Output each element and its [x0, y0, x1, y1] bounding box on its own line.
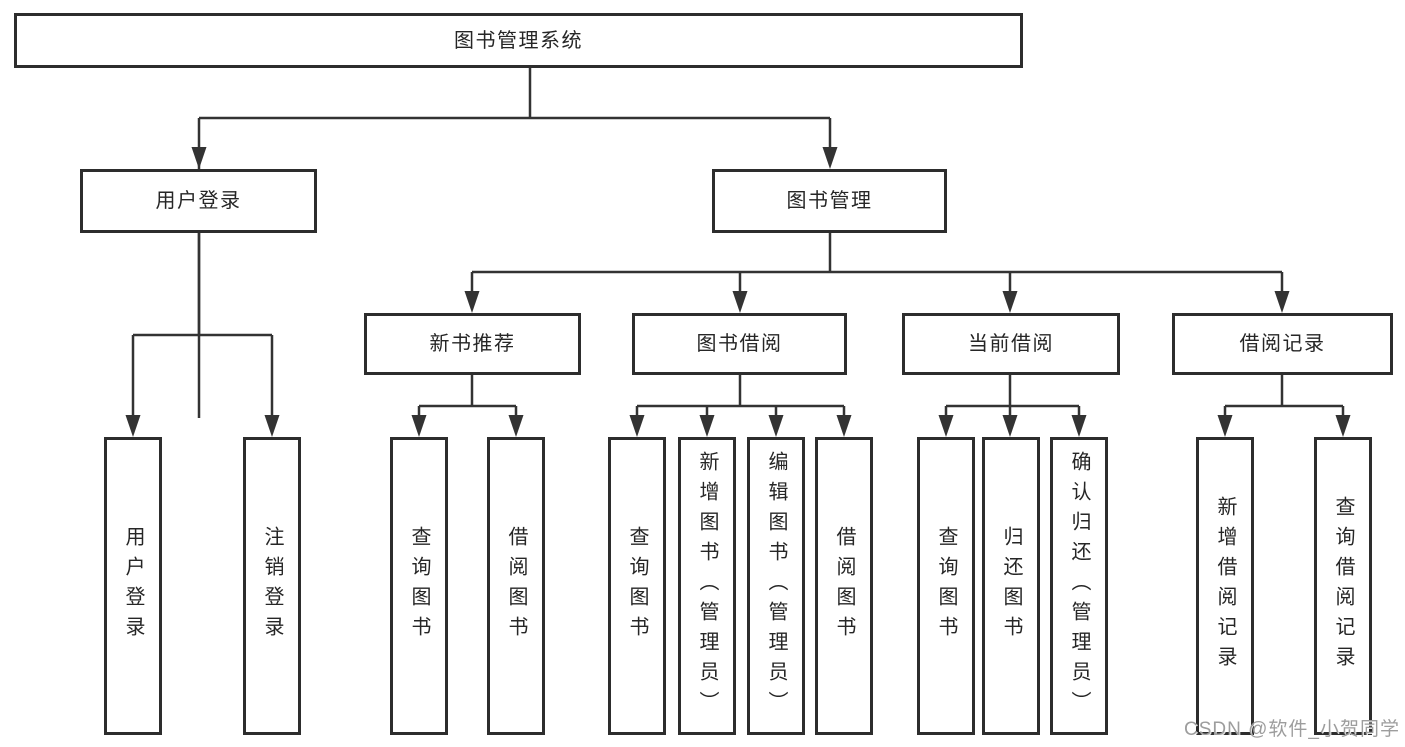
leaf-current-confirm-return-admin-label: 确认归还（管理员） [1068, 451, 1090, 721]
leaf-user-login-label: 用户登录 [122, 526, 144, 646]
arrowhead [629, 415, 645, 437]
leaf-current-query-books: 查询图书 [917, 437, 975, 735]
arrowhead [836, 415, 852, 437]
arrowhead [125, 415, 141, 437]
leaf-current-query-books-label: 查询图书 [935, 526, 957, 646]
leaf-borrowing-edit-books-admin-label: 编辑图书（管理员） [765, 451, 787, 721]
connector-borrowing-records-subtree [1223, 375, 1345, 420]
node-book-management: 图书管理 [712, 169, 947, 233]
node-new-book-recommend-label: 新书推荐 [429, 333, 516, 355]
arrowhead [768, 415, 784, 437]
arrowhead [1002, 415, 1018, 437]
leaf-borrowing-edit-books-admin: 编辑图书（管理员） [747, 437, 805, 735]
leaf-recommend-query-books-label: 查询图书 [408, 526, 430, 646]
arrowheads-leaves [125, 415, 1351, 437]
node-new-book-recommend: 新书推荐 [364, 313, 581, 375]
leaf-borrowing-add-books-admin: 新增图书（管理员） [678, 437, 736, 735]
leaf-records-add-record-label: 新增借阅记录 [1214, 496, 1236, 676]
connector-book-management-to-level3 [470, 233, 1284, 296]
arrowhead [1335, 415, 1351, 437]
node-user-login: 用户登录 [80, 169, 317, 233]
arrowhead [1274, 291, 1290, 313]
watermark: CSDN @软件_小贺同学 [1184, 719, 1400, 740]
leaf-records-add-record: 新增借阅记录 [1196, 437, 1254, 735]
arrowhead [508, 415, 524, 437]
leaf-borrowing-add-books-admin-label: 新增图书（管理员） [696, 451, 718, 721]
arrowhead [191, 147, 207, 169]
arrowhead [822, 147, 838, 169]
leaf-borrowing-borrow-books-label: 借阅图书 [833, 526, 855, 646]
arrowhead [1002, 291, 1018, 313]
node-current-borrowing-label: 当前借阅 [968, 333, 1054, 355]
arrowhead [938, 415, 954, 437]
node-user-login-label: 用户登录 [155, 190, 242, 212]
leaf-logout: 注销登录 [243, 437, 301, 735]
arrowhead [699, 415, 715, 437]
leaf-current-return-books: 归还图书 [982, 437, 1040, 735]
connector-user-login-subtree [131, 233, 274, 420]
connector-current-borrowing-subtree [944, 375, 1081, 420]
connector-line [417, 375, 518, 420]
node-current-borrowing: 当前借阅 [902, 313, 1120, 375]
node-book-management-label: 图书管理 [786, 190, 873, 212]
node-root: 图书管理系统 [14, 13, 1023, 68]
arrowhead [411, 415, 427, 437]
leaf-recommend-borrow-books: 借阅图书 [487, 437, 545, 735]
leaf-borrowing-query-books-label: 查询图书 [626, 526, 648, 646]
node-book-borrowing: 图书借阅 [632, 313, 847, 375]
leaf-user-login: 用户登录 [104, 437, 162, 735]
arrowhead [464, 291, 480, 313]
connector-line [944, 375, 1081, 420]
arrowheads-level3 [464, 291, 1290, 313]
connector-line [197, 68, 832, 418]
connector-line [470, 233, 1284, 296]
leaf-records-query-record: 查询借阅记录 [1314, 437, 1372, 735]
leaf-current-confirm-return-admin: 确认归还（管理员） [1050, 437, 1108, 735]
connector-book-borrowing-subtree [635, 375, 846, 420]
arrowhead [1217, 415, 1233, 437]
leaf-borrowing-query-books: 查询图书 [608, 437, 666, 735]
leaf-current-return-books-label: 归还图书 [1000, 526, 1022, 646]
connector-line [1223, 375, 1345, 420]
leaf-recommend-query-books: 查询图书 [390, 437, 448, 735]
arrowheads-level2 [191, 147, 838, 169]
connector-line [635, 375, 846, 420]
arrowhead [732, 291, 748, 313]
node-book-borrowing-label: 图书借阅 [696, 333, 783, 355]
leaf-logout-label: 注销登录 [261, 526, 283, 646]
arrowhead [1071, 415, 1087, 437]
node-borrowing-records-label: 借阅记录 [1239, 333, 1326, 355]
leaf-recommend-borrow-books-label: 借阅图书 [505, 526, 527, 646]
connector-new-book-recommend-subtree [417, 375, 518, 420]
connector-line [131, 233, 274, 420]
node-root-label: 图书管理系统 [454, 29, 583, 52]
node-borrowing-records: 借阅记录 [1172, 313, 1393, 375]
connector-root-to-level2 [197, 68, 832, 418]
arrowhead [264, 415, 280, 437]
leaf-borrowing-borrow-books: 借阅图书 [815, 437, 873, 735]
leaf-records-query-record-label: 查询借阅记录 [1332, 496, 1354, 676]
